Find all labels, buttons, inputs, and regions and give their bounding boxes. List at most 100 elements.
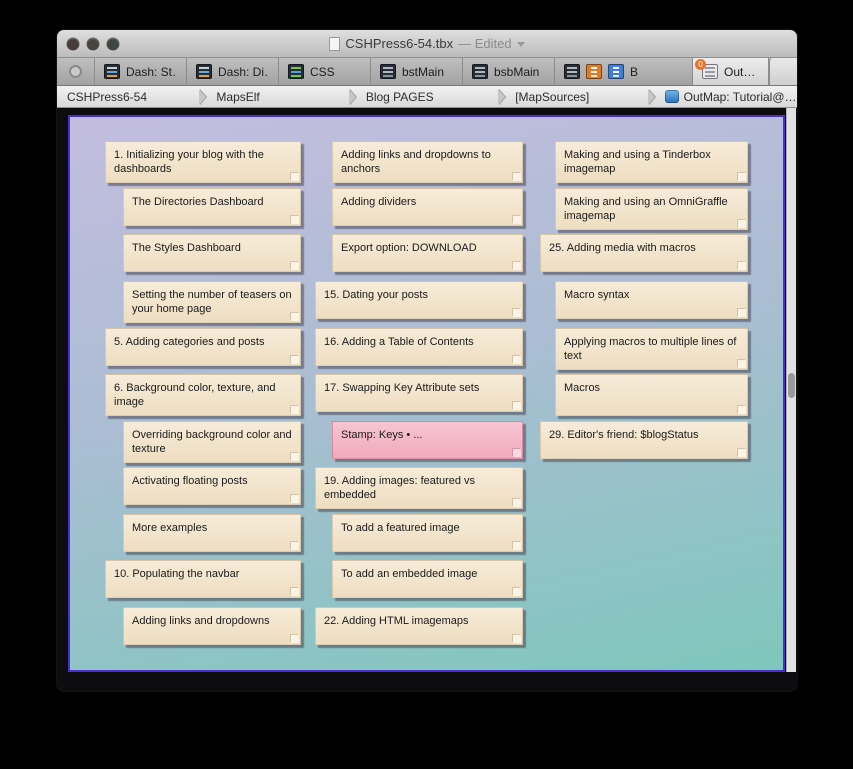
css-doc-icon (288, 64, 304, 79)
note-label: 29. Editor's friend: $blogStatus (549, 429, 699, 441)
breadcrumb-item[interactable]: OutMap: Tutorial@… (655, 86, 797, 107)
dashboard-icon (104, 64, 120, 79)
breadcrumb-separator-icon (498, 88, 506, 105)
note-label: Making and using an OmniGraffle imagemap (564, 196, 728, 223)
note-label: More examples (132, 522, 208, 534)
map-note[interactable]: 29. Editor's friend: $blogStatus (540, 421, 748, 459)
tab-label: B (630, 64, 639, 79)
map-note[interactable]: 10. Populating the navbar (105, 560, 301, 598)
note-label: Adding links and dropdowns to anchors (341, 149, 491, 176)
note-label: 19. Adding images: featured vs embedded (324, 475, 476, 502)
tab-bstmain[interactable]: bstMain (371, 58, 463, 85)
dashboard-icon (196, 64, 212, 79)
map-note[interactable]: 17. Swapping Key Attribute sets (315, 374, 523, 412)
map-note[interactable]: Adding links and dropdowns (123, 607, 301, 645)
note-label: The Directories Dashboard (132, 196, 264, 208)
breadcrumb-label: MapsElf (216, 89, 260, 104)
breadcrumb-separator-icon (348, 88, 356, 105)
map-note[interactable]: Adding links and dropdowns to anchors (332, 141, 523, 183)
map-note[interactable]: Applying macros to multiple lines of tex… (555, 328, 748, 370)
note-label: Overriding background color and texture (132, 429, 292, 456)
map-note[interactable]: Activating floating posts (123, 467, 301, 505)
map-note[interactable]: 5. Adding categories and posts (105, 328, 301, 366)
map-note[interactable]: More examples (123, 514, 301, 552)
text-doc-icon (380, 64, 396, 79)
page-icon: 0 (695, 59, 718, 79)
map-note[interactable]: 16. Adding a Table of Contents (315, 328, 523, 366)
minimize-button[interactable] (87, 37, 99, 50)
tab-dash-st[interactable]: Dash: St… (95, 58, 187, 85)
tab-dash-di[interactable]: Dash: Di… (187, 58, 279, 85)
breadcrumb-label: OutMap: Tutorial@… (683, 89, 797, 104)
tab-label: Dash: St… (126, 64, 177, 79)
note-label: Making and using a Tinderbox imagemap (564, 149, 711, 176)
document-proxy-icon[interactable] (329, 36, 341, 51)
map-note[interactable]: Adding dividers (332, 188, 523, 226)
titlebar: CSHPress6-54.tbx — Edited (57, 30, 797, 58)
map-note[interactable]: 6. Background color, texture, and image (105, 374, 301, 416)
note-label: Stamp: Keys • ... (341, 429, 423, 441)
breadcrumb-label: CSHPress6-54 (67, 89, 148, 104)
map-note[interactable]: Macro syntax (555, 281, 748, 319)
tab-list: Dash: St… Dash: Di… CSS bstMain bsbMain B 0 Out… (95, 58, 769, 85)
tab-css[interactable]: CSS (279, 58, 371, 85)
note-label: To add an embedded image (341, 568, 478, 580)
note-label: 10. Populating the navbar (114, 568, 240, 580)
vertical-scrollbar[interactable] (786, 108, 796, 672)
note-label: 22. Adding HTML imagemaps (324, 615, 469, 627)
note-label: 1. Initializing your blog with the dashb… (114, 149, 264, 176)
tab-label: bstMain (402, 64, 445, 79)
map-note[interactable]: 19. Adding images: featured vs embedded (315, 467, 523, 509)
map-view-icon (664, 90, 679, 103)
breadcrumb-separator-icon (647, 88, 655, 105)
note-label: Macro syntax (564, 289, 630, 301)
pin-circle-icon[interactable] (69, 65, 82, 78)
new-tab-stub[interactable] (769, 58, 797, 85)
note-label: Setting the number of teasers on your ho… (132, 289, 292, 316)
map-note[interactable]: 1. Initializing your blog with the dashb… (105, 141, 301, 183)
note-label: 15. Dating your posts (324, 289, 428, 301)
map-note[interactable]: Setting the number of teasers on your ho… (123, 281, 301, 323)
note-label: 5. Adding categories and posts (114, 336, 265, 348)
map-note[interactable]: 25. Adding media with macros (540, 234, 748, 272)
tab-label: Dash: Di… (218, 64, 269, 79)
breadcrumb-item[interactable]: [MapSources] (505, 86, 647, 107)
note-label: The Styles Dashboard (132, 242, 241, 254)
map-note[interactable]: Export option: DOWNLOAD (332, 234, 523, 272)
text-doc-icon (564, 64, 580, 79)
map-note[interactable]: To add an embedded image (332, 560, 523, 598)
note-label: Activating floating posts (132, 475, 248, 487)
scrollbar-thumb[interactable] (788, 373, 795, 398)
content-area: 1. Initializing your blog with the dashb… (57, 108, 797, 691)
note-label: Macros (564, 382, 601, 394)
note-label: 17. Swapping Key Attribute sets (324, 382, 480, 394)
breadcrumb-item[interactable]: CSHPress6-54 (57, 86, 199, 107)
breadcrumb-item[interactable]: MapsElf (206, 86, 348, 107)
close-button[interactable] (67, 37, 79, 50)
tab-bar-left-control (57, 58, 95, 85)
map-note[interactable]: The Styles Dashboard (123, 234, 301, 272)
map-note[interactable]: The Directories Dashboard (123, 188, 301, 226)
tab-b[interactable]: B (555, 58, 693, 85)
map-note[interactable]: Macros (555, 374, 748, 416)
map-view[interactable]: 1. Initializing your blog with the dashb… (68, 115, 785, 672)
map-note[interactable]: 22. Adding HTML imagemaps (315, 607, 523, 645)
map-note[interactable]: Making and using a Tinderbox imagemap (555, 141, 748, 183)
tab-badge: 0 (695, 59, 706, 70)
map-note[interactable]: To add a featured image (332, 514, 523, 552)
map-note[interactable]: 15. Dating your posts (315, 281, 523, 319)
map-note[interactable]: Stamp: Keys • ... (332, 421, 523, 459)
breadcrumb-item[interactable]: Blog PAGES (356, 86, 498, 107)
tab-label: Out… (724, 64, 756, 79)
zoom-button[interactable] (107, 37, 119, 50)
note-label: 16. Adding a Table of Contents (324, 336, 474, 348)
map-note[interactable]: Overriding background color and texture (123, 421, 301, 463)
traffic-lights (67, 30, 119, 57)
map-note[interactable]: Making and using an OmniGraffle imagemap (555, 188, 748, 230)
title-chevron-icon[interactable] (516, 42, 525, 47)
tab-bsbmain[interactable]: bsbMain (463, 58, 555, 85)
note-label: 25. Adding media with macros (549, 242, 696, 254)
note-label: Export option: DOWNLOAD (341, 242, 477, 254)
tab-out[interactable]: 0 Out… (693, 58, 769, 85)
breadcrumb: CSHPress6-54 MapsElf Blog PAGES [MapSources… (57, 86, 797, 108)
